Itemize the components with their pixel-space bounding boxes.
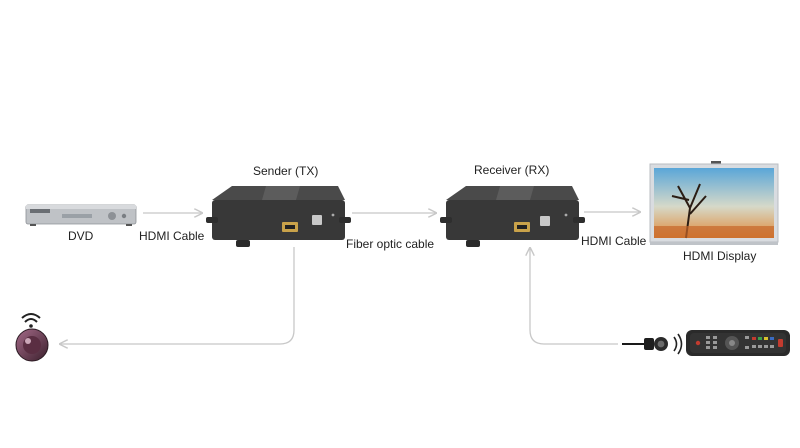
receiver-unit-icon [440,186,585,247]
dvd-player-icon [25,204,137,226]
sender-unit-icon [206,186,351,247]
hdmi-cable-left-label: HDMI Cable [139,229,205,243]
receiver-label: Receiver (RX) [474,163,550,177]
arrow-ir-emitter-to-receiver [530,248,618,345]
dvd-label: DVD [68,229,94,243]
ir-emitter-icon [622,333,683,355]
sender-label: Sender (TX) [253,164,319,178]
tv-display-icon [649,161,779,245]
remote-control-icon [686,330,790,356]
arrow-sender-to-ir-receiver [60,247,295,344]
ir-receiver-eye-icon [15,313,49,362]
hdmi-display-label: HDMI Display [683,249,757,263]
fiber-optic-label: Fiber optic cable [346,237,435,251]
hdmi-cable-right-label: HDMI Cable [581,234,647,248]
